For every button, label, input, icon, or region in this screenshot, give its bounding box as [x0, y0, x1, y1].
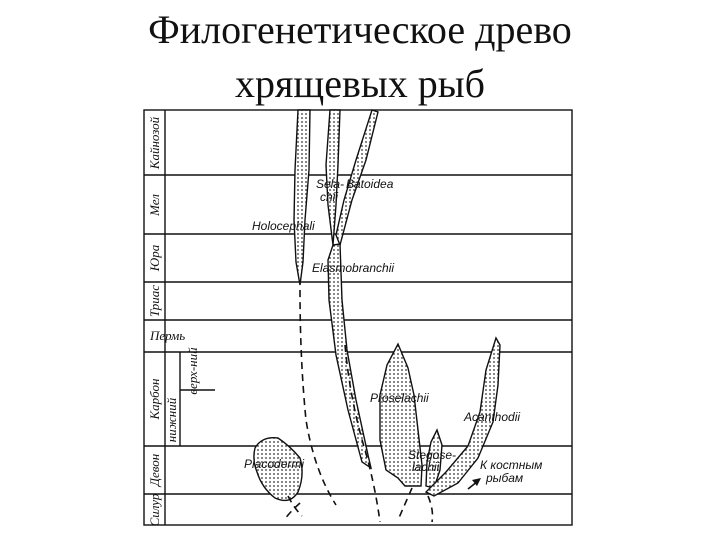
era-label-devonian: Девон [147, 454, 162, 488]
branch-acanthodii [424, 336, 501, 497]
branch-selachii [325, 109, 341, 246]
era-label-silurian: Силур [147, 493, 162, 526]
label-selachii-2: chii [320, 190, 338, 204]
title-line-1: Филогенетическое древо [148, 7, 572, 52]
carbon-lower-label: нижний [164, 397, 179, 442]
label-stegoselachii-1: Stegose- [408, 448, 456, 462]
arrow-head-icon [472, 478, 481, 486]
label-placodermi: Placodermi [244, 457, 304, 471]
era-label-permian: Пермь [149, 328, 185, 343]
branch-holocephali [293, 109, 311, 286]
dash-proselachii-root [397, 487, 413, 521]
dash-elasmobranch-root [344, 344, 381, 523]
label-elasmobranchii: Elasmobranchii [312, 261, 394, 275]
era-label-cenozoic: Кайнозой [147, 116, 162, 170]
dashed-connections [283, 289, 434, 523]
grid-frame [143, 109, 573, 526]
dash-placodermi-root [287, 495, 303, 517]
label-proselachii: Proselachii [370, 391, 429, 405]
label-batoidea: Batoidea [346, 177, 394, 191]
branch-proselachii [379, 342, 423, 487]
branch-placodermi [253, 437, 303, 502]
branch-stegoselachii [425, 428, 443, 489]
era-label-triassic: Триас [147, 285, 162, 317]
label-holocephali: Holocephali [252, 219, 315, 233]
taxon-labels: Sela- chii Batoidea Holocephali Elasmobr… [244, 177, 542, 485]
carbon-upper-label: верх-ний [185, 347, 200, 395]
era-labels: Кайнозой Мел Юра Триас Пермь Карбон нижн… [147, 116, 200, 526]
era-label-cretaceous: Мел [147, 194, 162, 217]
era-label-jurassic: Юра [147, 244, 162, 272]
dash-holocephali-root [299, 289, 337, 506]
label-to-bony-fish-2: рыбам [485, 471, 523, 485]
label-acanthodii: Acanthodii [463, 410, 520, 424]
tree-branches [253, 109, 501, 502]
dash-placodermi-lower [283, 502, 301, 521]
label-to-bony-fish-1: К костным [480, 458, 542, 472]
label-selachii-1: Sela- [316, 177, 344, 191]
label-stegoselachii-2: lachii [412, 460, 440, 474]
branch-elasmobranchii [327, 243, 373, 470]
dash-acanthodii-root [427, 495, 434, 523]
title-line-2: хрящевых рыб [235, 61, 485, 106]
era-label-carboniferous: Карбон [147, 379, 162, 421]
